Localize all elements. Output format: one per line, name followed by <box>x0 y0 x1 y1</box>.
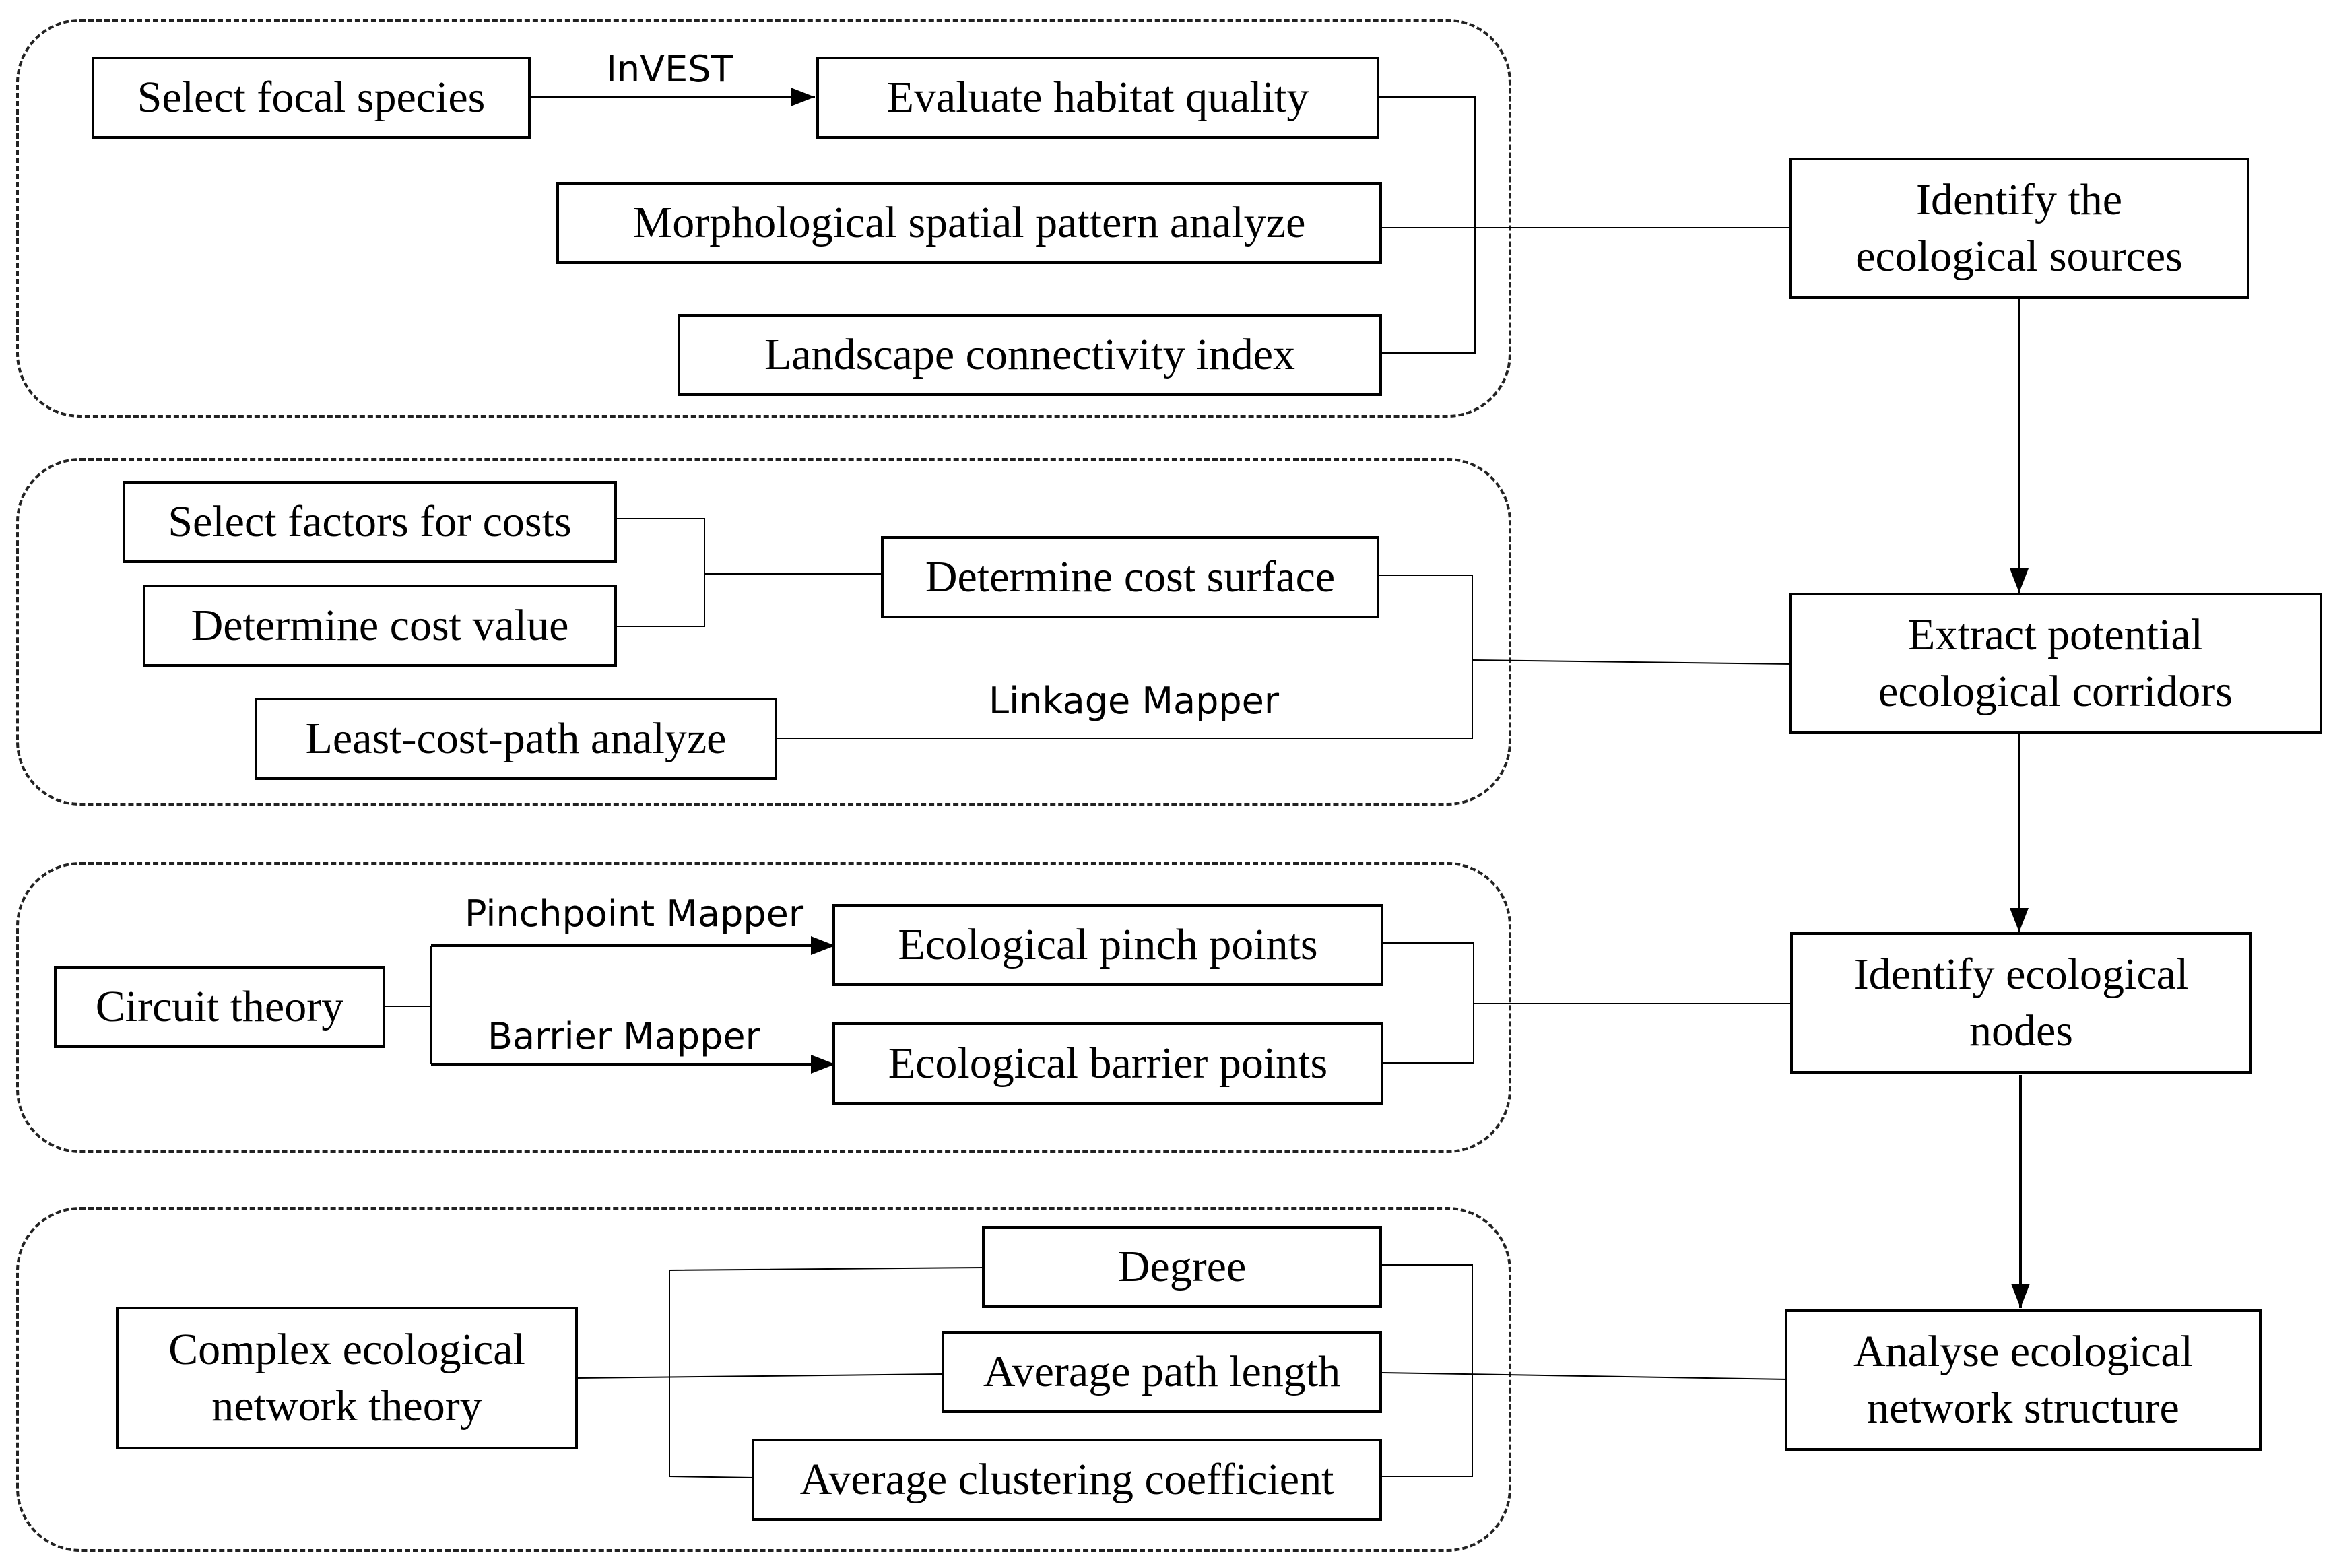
box-determine-cost-surface: Determine cost surface <box>881 536 1379 618</box>
bracket-node-inputs <box>1382 942 1474 1064</box>
label-invest: InVEST <box>606 48 733 90</box>
label-barrier-mapper: Barrier Mapper <box>488 1015 760 1057</box>
bracket-right-metrics <box>1382 1264 1473 1477</box>
label-pinchpoint-mapper: Pinchpoint Mapper <box>465 892 804 935</box>
link-group4-to-structure <box>1381 1372 1789 1380</box>
link-group2-to-corridors <box>1472 659 1792 665</box>
box-identify-ecological-sources: Identify the ecological sources <box>1789 158 2249 299</box>
box-extract-corridors: Extract potential ecological corridors <box>1789 593 2322 734</box>
box-degree: Degree <box>982 1226 1382 1308</box>
box-average-path-length: Average path length <box>942 1331 1382 1413</box>
link-theory-to-path-length <box>576 1373 945 1379</box>
box-ecological-pinch-points: Ecological pinch points <box>832 904 1383 986</box>
box-landscape-connectivity-index: Landscape connectivity index <box>678 314 1382 396</box>
label-linkage-mapper: Linkage Mapper <box>989 680 1280 722</box>
box-circuit-theory: Circuit theory <box>54 966 385 1048</box>
group-network-structure <box>16 1207 1511 1552</box>
group-cost-corridors <box>16 458 1511 806</box>
box-complex-network-theory: Complex ecological network theory <box>116 1307 578 1449</box>
group-circuit-nodes <box>16 862 1511 1153</box>
bracket-corridor-inputs <box>776 575 1473 739</box>
box-analyse-structure: Analyse ecological network structure <box>1785 1309 2262 1451</box>
bracket-cost-factors <box>616 518 705 627</box>
box-identify-nodes: Identify ecological nodes <box>1790 932 2252 1074</box>
bracket-source-inputs <box>1378 96 1476 354</box>
box-least-cost-path: Least-cost-path analyze <box>255 698 777 780</box>
box-ecological-barrier-points: Ecological barrier points <box>832 1022 1383 1105</box>
box-evaluate-habitat-quality: Evaluate habitat quality <box>816 57 1379 139</box>
box-morphological-spatial-pattern: Morphological spatial pattern analyze <box>556 182 1382 264</box>
box-select-focal-species: Select focal species <box>92 57 531 139</box>
bracket-left-metrics <box>669 1267 985 1478</box>
group-habitat-sources <box>16 19 1511 418</box>
box-determine-cost-value: Determine cost value <box>143 585 617 667</box>
box-select-factors-for-costs: Select factors for costs <box>123 481 617 563</box>
box-average-clustering-coefficient: Average clustering coefficient <box>752 1439 1382 1521</box>
